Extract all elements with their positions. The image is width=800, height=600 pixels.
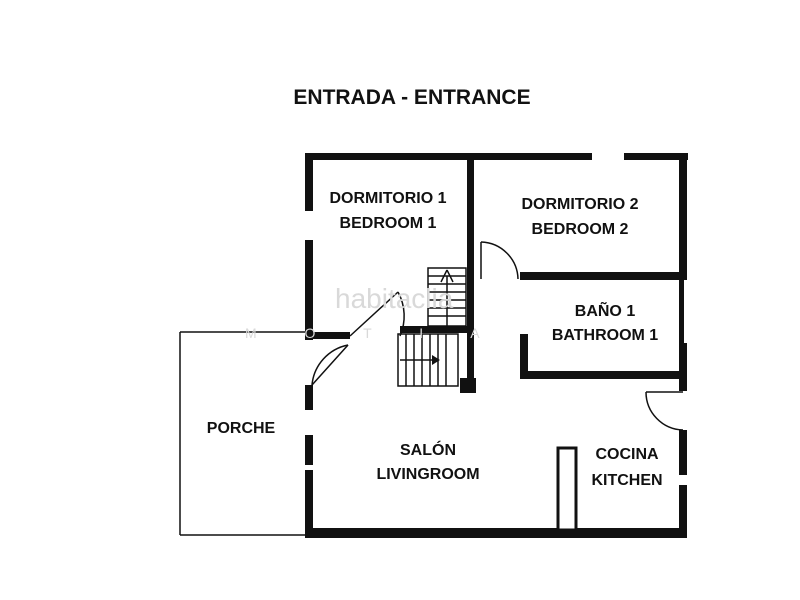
porch-name: PORCHE [207,420,276,437]
living-name-es: SALÓN [400,440,456,459]
kitchen-name-en: KITCHEN [591,472,662,489]
watermark-sub: M O T I A [245,325,502,341]
kitchen-name-es: COCINA [595,446,659,463]
plan-title: ENTRADA - ENTRANCE [293,86,530,109]
watermark: habitaclia M O T I A [245,283,502,341]
kitchen-partition [556,446,578,532]
bedroom1-name-es: DORMITORIO 1 [329,190,446,207]
bedroom1-name-en: BEDROOM 1 [340,215,437,232]
bathroom1-name-es: BAÑO 1 [575,300,636,320]
stair-arrow-icon [432,355,440,365]
porch-area [179,331,310,536]
bedroom2-name-es: DORMITORIO 2 [521,196,638,213]
walls [305,153,688,538]
staircase [397,267,467,387]
door-swings [311,241,684,431]
living-name-en: LIVINGROOM [376,466,479,483]
watermark-brand: habitaclia [335,283,454,314]
bathroom1-name-en: BATHROOM 1 [552,327,658,344]
bedroom2-name-en: BEDROOM 2 [532,221,629,238]
